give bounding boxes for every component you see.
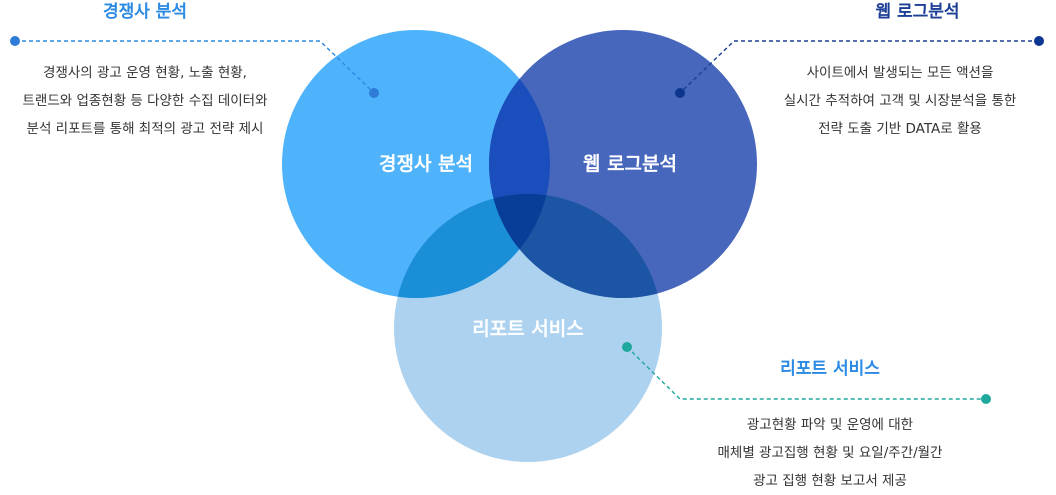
report-desc-line: 매체별 광고집행 현황 및 요일/주간/월간 (717, 445, 943, 461)
report-desc-line: 광고 집행 현황 보고서 제공 (753, 473, 907, 489)
weblog-desc-line: 실시간 추적하여 고객 및 시장분석을 통한 (783, 93, 1017, 109)
competitor-desc-line: 경쟁사의 광고 운영 현황, 노출 현황, (43, 65, 247, 81)
report-desc-line: 광고현황 파악 및 운영에 대한 (746, 417, 914, 433)
competitor-title: 경쟁사 분석 (102, 2, 188, 22)
report-title: 리포트 서비스 (780, 359, 880, 379)
competitor-connector-end-dot (369, 88, 379, 98)
competitor-desc-line: 분석 리포트를 통해 최적의 광고 전략 제시 (26, 121, 264, 137)
weblog-section: 웹 로그분석 사이트에서 발생되는 모든 액션을 실시간 추적하여 고객 및 시… (760, 0, 1040, 143)
weblog-circle-label: 웹 로그분석 (583, 153, 677, 175)
report-connector-start-dot (622, 342, 632, 352)
weblog-desc-line: 전략 도출 기반 DATA로 활용 (818, 121, 982, 137)
report-connector-end-dot (981, 394, 991, 404)
competitor-circle-label: 경쟁사 분석 (379, 153, 473, 175)
report-description: 광고현황 파악 및 운영에 대한 매체별 광고집행 현황 및 요일/주간/월간 … (690, 411, 970, 495)
competitor-section: 경쟁사 분석 경쟁사의 광고 운영 현황, 노출 현황, 트랜드와 업종현황 등… (15, 0, 275, 143)
overlap-competitor-report (394, 194, 550, 298)
weblog-connector (679, 40, 1039, 94)
weblog-title: 웹 로그분석 (875, 2, 960, 22)
competitor-description: 경쟁사의 광고 운영 현황, 노출 현황, 트랜드와 업종현황 등 다양한 수집… (15, 59, 275, 143)
overlap-weblog-report (489, 194, 662, 298)
weblog-desc-line: 사이트에서 발생되는 모든 액션을 (806, 65, 994, 81)
weblog-connector-start-dot (1034, 36, 1044, 46)
competitor-connector-start-dot (10, 36, 20, 46)
report-circle-label: 리포트 서비스 (472, 318, 584, 340)
report-section: 리포트 서비스 광고현황 파악 및 운영에 대한 매체별 광고집행 현황 및 요… (690, 357, 970, 495)
report-connector (626, 346, 986, 400)
competitor-desc-line: 트랜드와 업종현황 등 다양한 수집 데이터와 (22, 93, 268, 109)
weblog-description: 사이트에서 발생되는 모든 액션을 실시간 추적하여 고객 및 시장분석을 통한… (760, 59, 1040, 143)
competitor-connector (15, 40, 375, 94)
weblog-connector-end-dot (675, 88, 685, 98)
